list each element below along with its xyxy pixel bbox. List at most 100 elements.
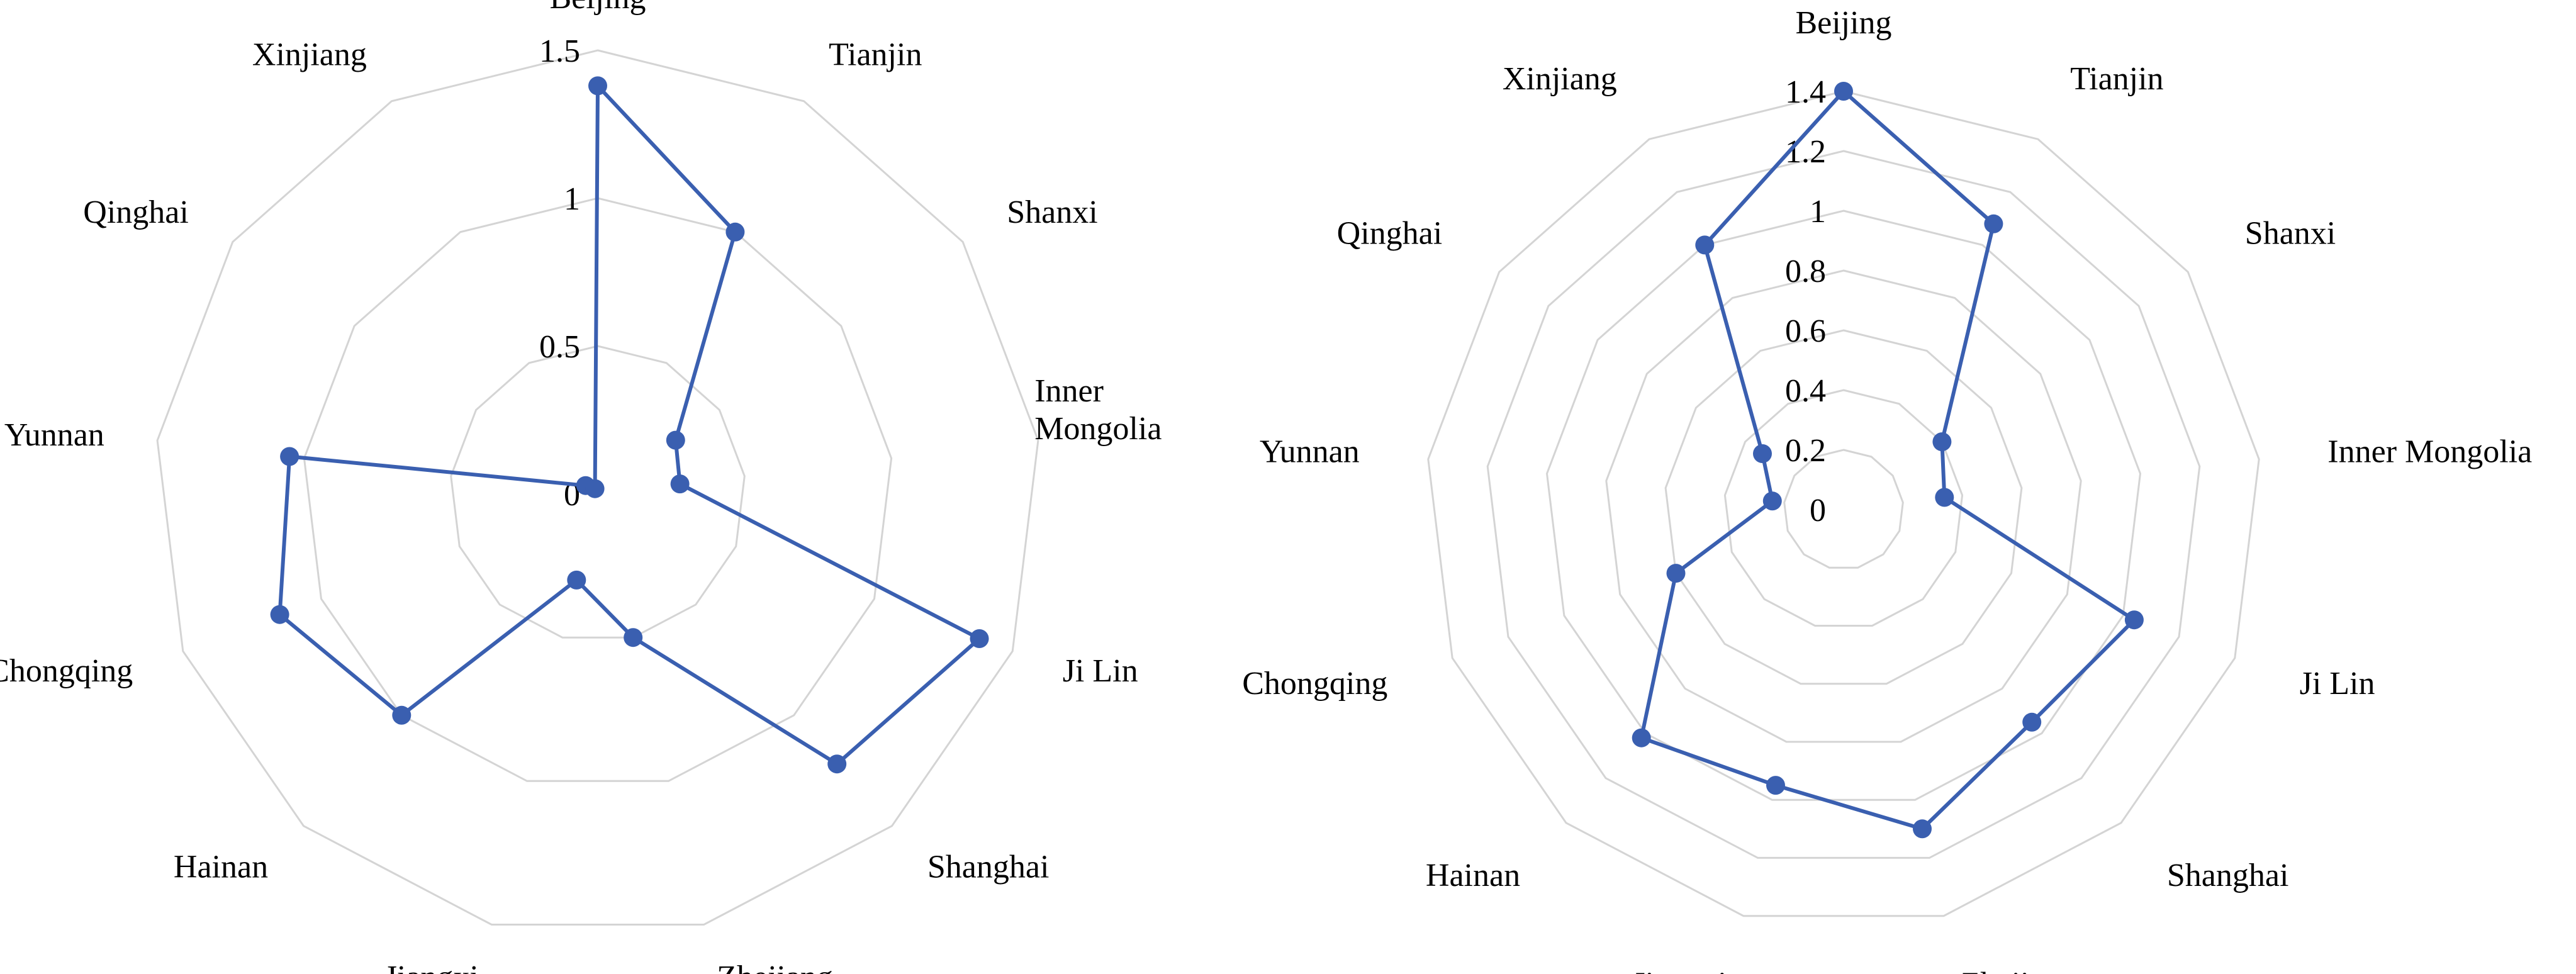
- tick-label: 0.5: [539, 329, 580, 365]
- category-label-shanxi: Shanxi: [1007, 194, 1097, 230]
- category-label-zhejiang: Zhejiang: [717, 960, 833, 974]
- tick-label: 1: [564, 181, 580, 217]
- tick-label: 1.4: [1785, 74, 1826, 110]
- data-point-jiangxi: [1766, 776, 1785, 795]
- grid-ring: [1723, 389, 1964, 627]
- category-label-line: Chongqing: [1242, 666, 1387, 702]
- data-point-zhejiang: [624, 628, 643, 647]
- tick-label: 1.5: [539, 33, 580, 69]
- category-label-line: Qinghai: [83, 194, 189, 230]
- category-label-xinjiang: Xinjiang: [252, 37, 367, 73]
- grid-rings: [1427, 90, 2260, 917]
- category-label-line: Ji Lin: [1063, 653, 1138, 689]
- data-point-zhejiang: [1913, 819, 1932, 839]
- category-label-line: Yunnan: [1260, 434, 1360, 470]
- category-label-qinghai: Qinghai: [83, 194, 189, 230]
- tick-label: 0.4: [1785, 373, 1826, 409]
- data-point-beijing: [1834, 82, 1853, 101]
- category-label-tianjin: Tianjin: [2070, 61, 2163, 97]
- data-point-inner-mongolia: [670, 474, 690, 494]
- category-label-line: Xinjiang: [1503, 61, 1617, 97]
- category-label-line: Beijing: [1795, 5, 1891, 41]
- grid-ring: [156, 49, 1039, 926]
- series-0: [270, 76, 989, 774]
- category-label-line: Tianjin: [2070, 61, 2163, 97]
- data-point-yunnan: [1762, 491, 1782, 511]
- tick-label: 1.2: [1785, 134, 1826, 170]
- data-point-yunnan: [280, 447, 300, 466]
- data-point-hainan: [1632, 728, 1651, 747]
- data-point-shanxi: [1932, 432, 1952, 452]
- data-point-shanghai: [827, 754, 847, 774]
- category-label-xinjiang: Xinjiang: [1503, 61, 1617, 97]
- category-label-line: Shanghai: [2167, 858, 2289, 893]
- category-label-line: Zhejiang: [1961, 966, 2077, 974]
- grid-ring: [1545, 210, 2142, 801]
- category-label-tianjin: Tianjin: [829, 37, 922, 73]
- data-point-xinjiang: [585, 479, 605, 498]
- tick-label: 1: [1810, 194, 1826, 230]
- grid-ring: [303, 197, 893, 782]
- category-label-jiangxi: Jiangxi: [1632, 966, 1727, 974]
- data-point-tianjin: [1984, 214, 2003, 233]
- grid-ring: [1605, 269, 2082, 743]
- data-point-hainan: [392, 705, 412, 725]
- data-point-ji-lin: [970, 629, 989, 648]
- tick-label: 0.8: [1785, 254, 1826, 289]
- series-line: [277, 84, 982, 766]
- category-label-inner-mongolia: Inner Mongolia: [2327, 434, 2532, 470]
- category-label-beijing: Beijing: [1795, 5, 1891, 41]
- category-label-shanghai: Shanghai: [2167, 858, 2289, 893]
- category-label-line: Shanxi: [1007, 194, 1097, 230]
- category-label-line: Tianjin: [829, 37, 922, 73]
- grid-ring: [1486, 150, 2201, 859]
- category-label-yunnan: Yunnan: [1260, 434, 1360, 470]
- category-label-line: Hainan: [1426, 858, 1520, 893]
- radial-tick-labels: 0 0.2 0.4 0.6 0.8 1 1.2 1.4: [1785, 74, 1826, 529]
- data-point-chongqing: [270, 605, 289, 624]
- category-label-line: Chongqing: [0, 653, 133, 689]
- category-label-line: Shanxi: [2245, 216, 2336, 252]
- category-label-ji-lin: Ji Lin: [2300, 666, 2375, 702]
- tick-label: 0.2: [1785, 433, 1826, 469]
- category-label-jiangxi: Jiangxi: [384, 960, 479, 974]
- category-label-line: Shanghai: [927, 849, 1050, 885]
- category-label-line: Jiangxi: [384, 960, 479, 974]
- category-label-line: Ji Lin: [2300, 666, 2375, 702]
- category-label-zhejiang: Zhejiang: [1961, 966, 2077, 974]
- category-label-qinghai: Qinghai: [1337, 216, 1443, 252]
- grid-ring: [1427, 90, 2260, 917]
- category-label-line: Zhejiang: [717, 960, 833, 974]
- category-label-chongqing: Chongqing: [0, 653, 133, 689]
- radial-tick-labels: 00.511.5: [539, 33, 580, 513]
- category-label-line: Mongolia: [1034, 411, 1162, 447]
- grid-ring: [450, 345, 746, 639]
- grid-ring: [1664, 329, 2023, 685]
- category-label-ji-lin: Ji Lin: [1063, 653, 1138, 689]
- data-point-xinjiang: [1695, 235, 1715, 255]
- radar-chart-left: 00.511.5BeijingTianjinShanxiInnerMongoli…: [0, 0, 1162, 974]
- data-point-shanxi: [666, 430, 685, 450]
- category-label-shanxi: Shanxi: [2245, 216, 2336, 252]
- data-point-beijing: [588, 76, 607, 96]
- category-label-hainan: Hainan: [1426, 858, 1520, 893]
- data-point-tianjin: [725, 222, 745, 242]
- category-label-line: Xinjiang: [252, 37, 367, 73]
- category-label-yunnan: Yunnan: [4, 417, 104, 453]
- category-label-line: Inner: [1034, 373, 1104, 409]
- category-label-line: Inner Mongolia: [2327, 434, 2532, 470]
- tick-label: 0: [1810, 493, 1826, 529]
- category-label-line: Qinghai: [1337, 216, 1443, 252]
- tick-label: 0.6: [1785, 313, 1826, 349]
- data-point-ji-lin: [2124, 610, 2144, 630]
- grid-ring: [1783, 449, 1904, 569]
- data-point-inner-mongolia: [1935, 488, 1954, 507]
- radar-chart-right: 00.20.40.60.811.21.4BeijingTianjinShanxi…: [1242, 5, 2532, 974]
- category-label-hainan: Hainan: [174, 849, 268, 885]
- category-label-shanghai: Shanghai: [927, 849, 1050, 885]
- data-point-shanghai: [2022, 712, 2042, 732]
